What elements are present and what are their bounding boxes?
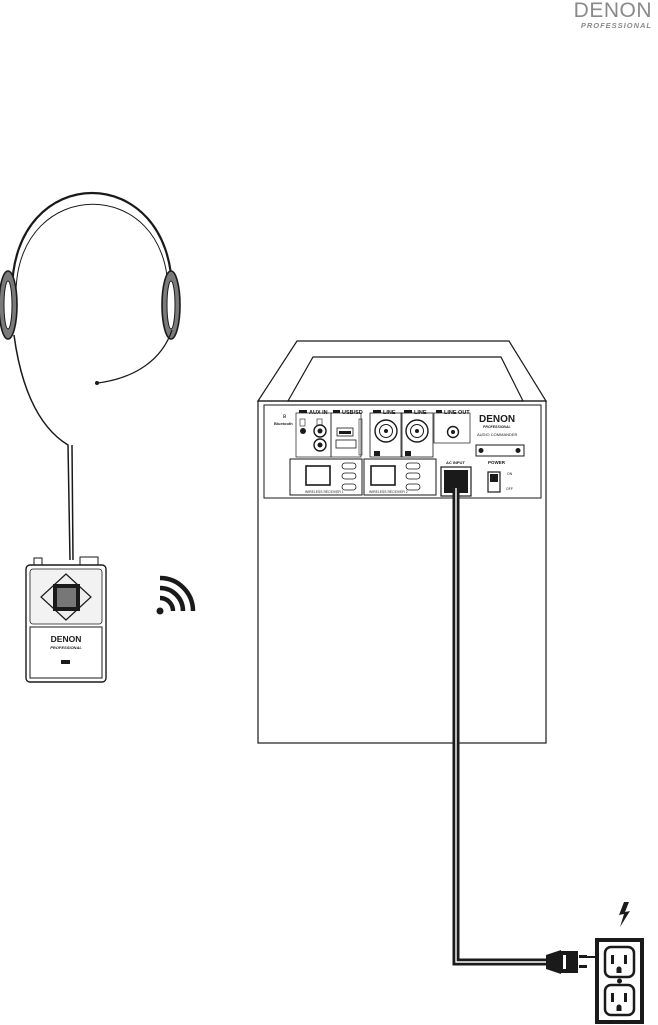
transmitter-brand: DENON: [51, 634, 82, 644]
headset-icon: [0, 193, 180, 560]
panel-subtitle: PROFESSIONAL: [483, 425, 511, 429]
bluetooth-label: Bluetooth: [274, 421, 293, 426]
panel-model: AUDIO COMMANDER: [477, 432, 518, 437]
bodypack-transmitter: DENON PROFESSIONAL: [26, 557, 106, 682]
power-plug-icon: [546, 950, 595, 974]
ac-input-label: AC INPUT: [446, 460, 465, 465]
wireless-signal-icon: [157, 578, 194, 615]
wall-outlet-icon: [597, 940, 642, 1022]
panel-brand: DENON: [479, 414, 515, 425]
receiver-2-label: WIRELESS RECEIVER 2: [369, 490, 408, 494]
power-off-label: OFF: [506, 487, 513, 491]
bluetooth-icon: ʙ: [283, 414, 286, 420]
transmitter-subtitle: PROFESSIONAL: [50, 645, 82, 650]
speaker-cabinet: [258, 341, 546, 743]
lightning-icon: [619, 902, 630, 927]
receiver-1-label: WIRELESS RECEIVER 1: [305, 490, 344, 494]
power-on-label: ON: [507, 472, 513, 476]
power-cord: [456, 488, 552, 962]
power-label: POWER: [488, 460, 506, 465]
